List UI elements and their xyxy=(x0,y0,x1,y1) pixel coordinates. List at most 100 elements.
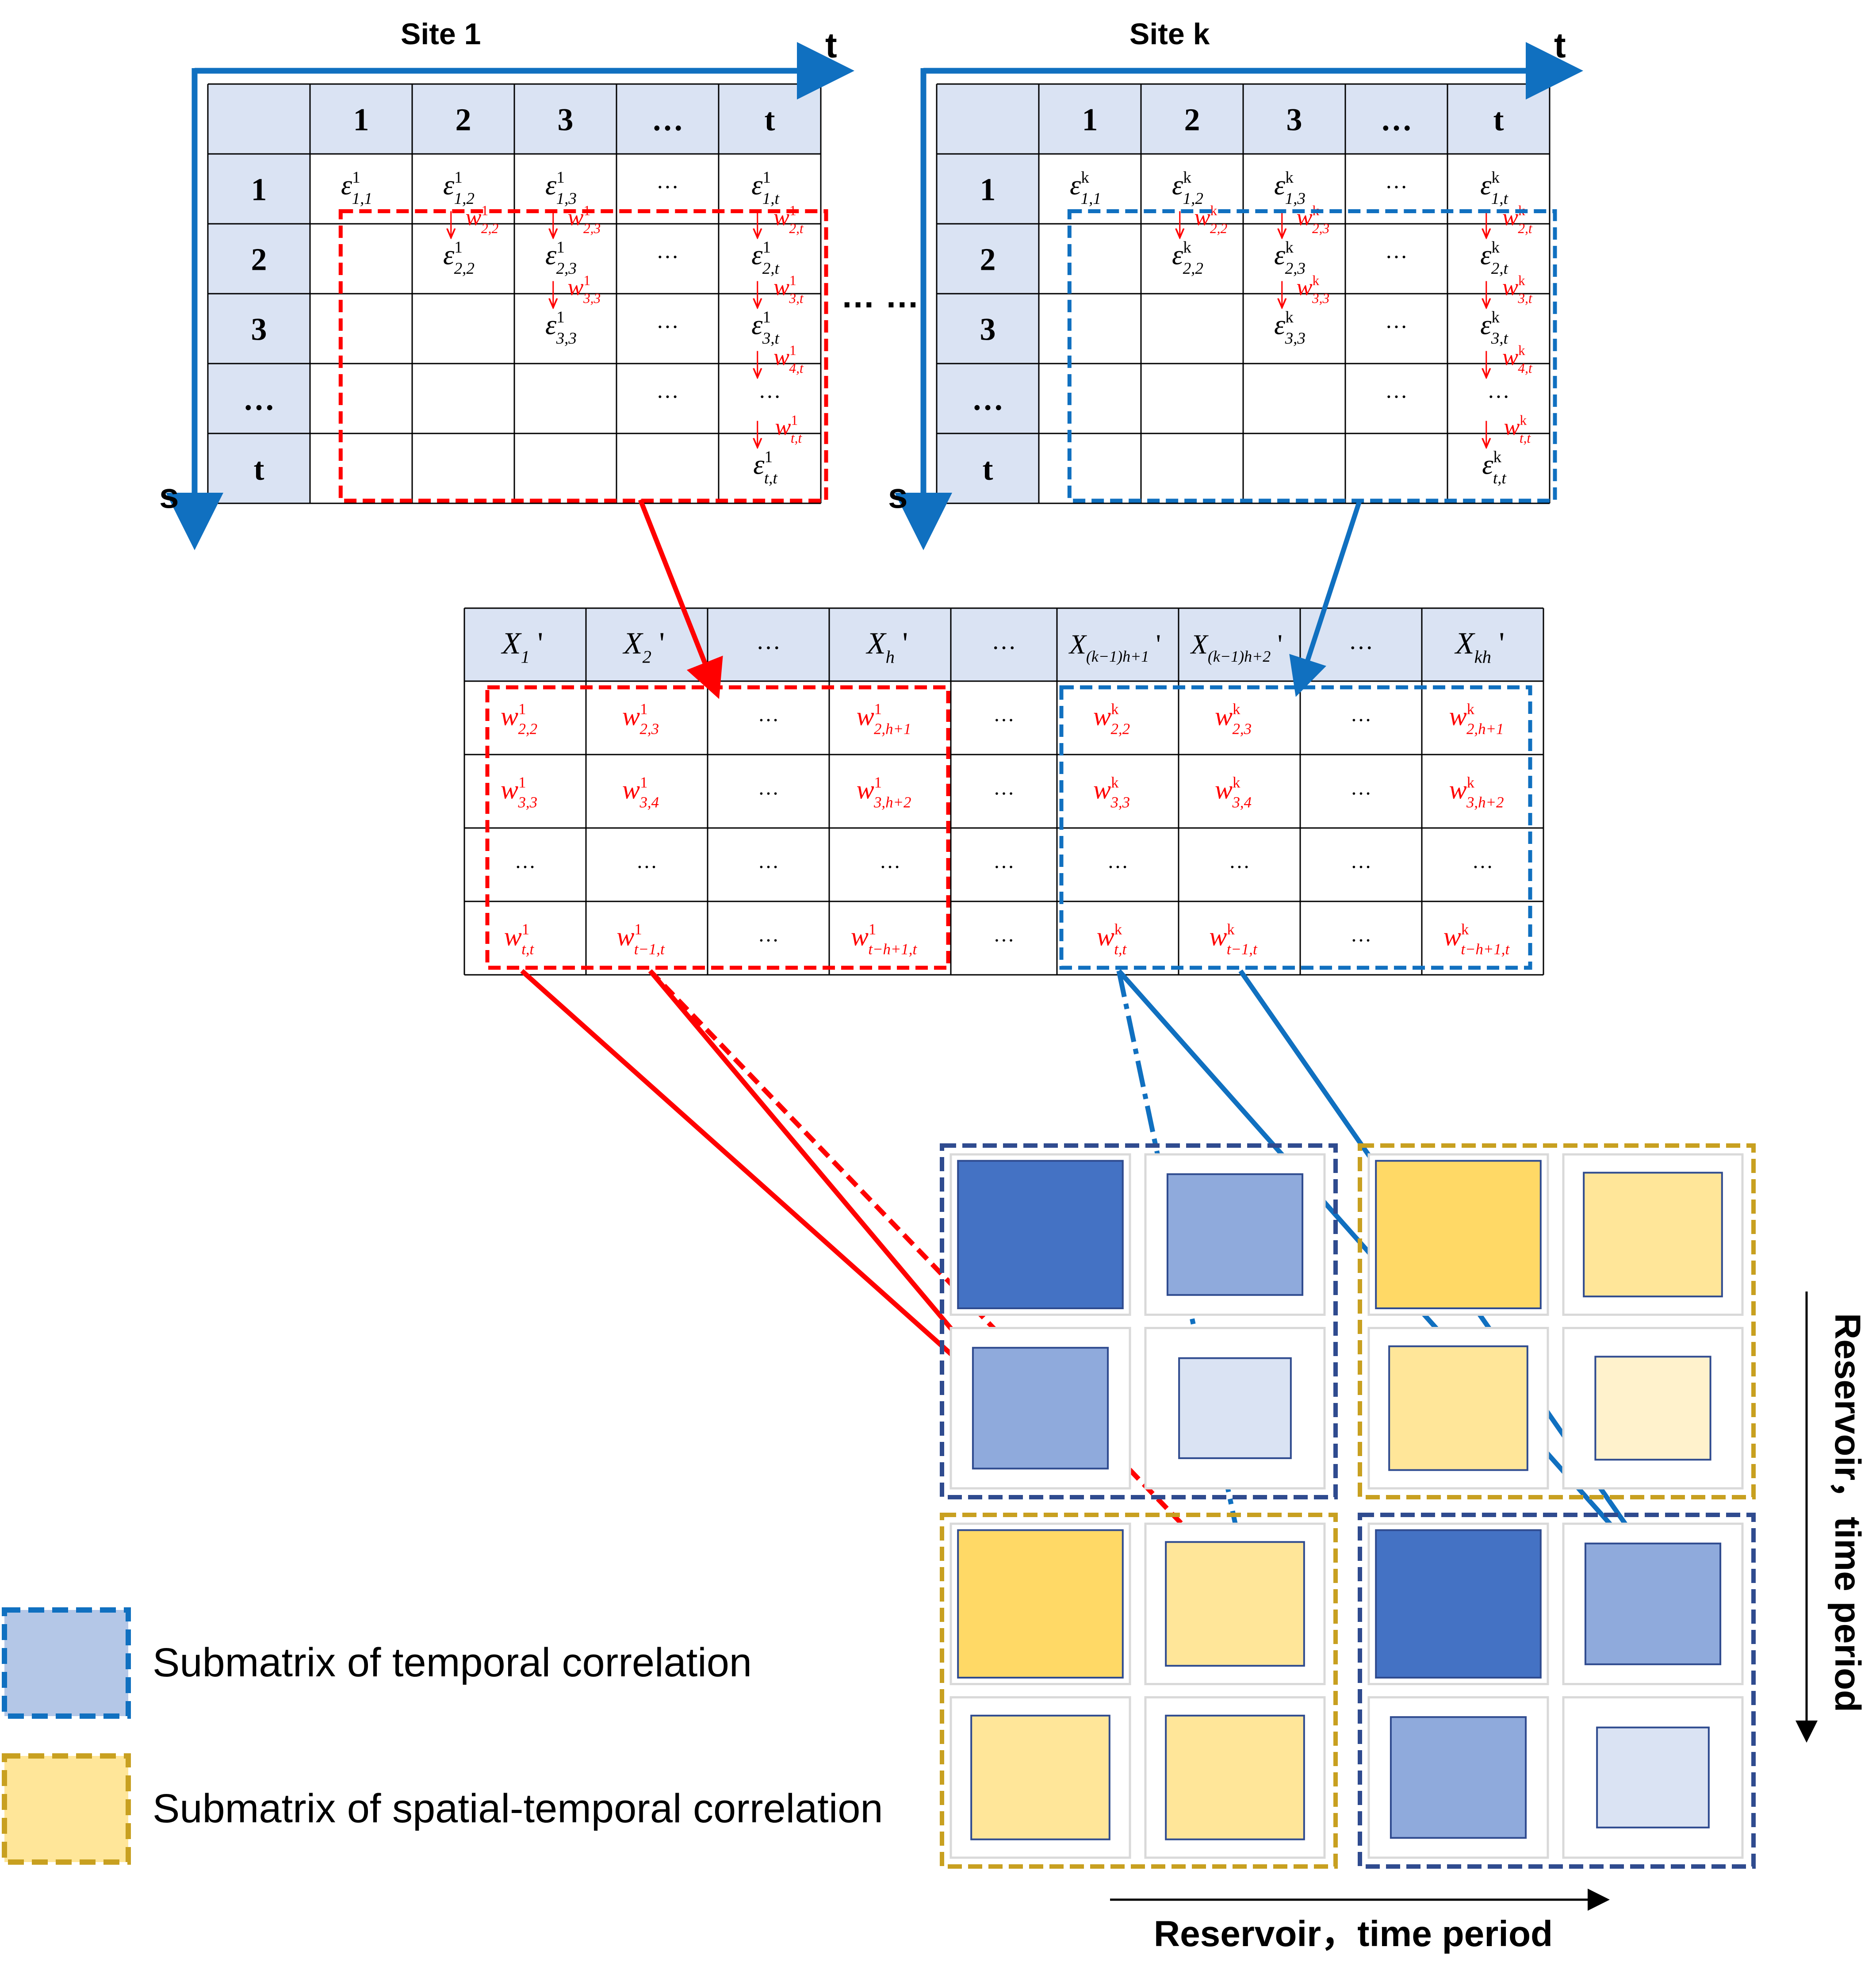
ellipsis: … xyxy=(1385,168,1408,193)
ellipsis: … xyxy=(1472,850,1493,873)
correlation-strength-square xyxy=(1165,1714,1305,1840)
column-header: 1 xyxy=(353,102,369,137)
column-header: 3 xyxy=(1286,102,1302,137)
ellipsis: … xyxy=(993,703,1015,726)
row-header: t xyxy=(254,451,264,487)
ellipsis: … xyxy=(756,627,781,655)
ellipsis: … xyxy=(992,627,1016,655)
column-header: 2 xyxy=(1184,102,1200,137)
column-header: … xyxy=(652,102,684,137)
legend: Submatrix of temporal correlation Submat… xyxy=(2,1607,883,1865)
axis-t-label: t xyxy=(825,26,837,65)
correlation-strength-square xyxy=(1388,1345,1528,1471)
column-header: 1 xyxy=(1082,102,1098,137)
covariance-block-matrix xyxy=(940,1143,1756,1869)
variable-header: Xkh ' xyxy=(1454,626,1505,667)
site-title: Site k xyxy=(1129,17,1210,51)
selected-submatrix-box xyxy=(1067,209,1557,503)
correlation-strength-square xyxy=(1583,1172,1723,1298)
spatial-temporal-submatrix xyxy=(1358,1143,1756,1499)
weight-header-band xyxy=(464,608,1543,681)
correlation-strength-square xyxy=(1166,1173,1304,1296)
correlation-strength-square xyxy=(1375,1160,1542,1309)
site-title: Site 1 xyxy=(401,17,481,51)
legend-spatial-temporal-label: Submatrix of spatial-temporal correlatio… xyxy=(153,1786,883,1831)
row-header: 1 xyxy=(251,172,267,207)
matrix-axes: Reservoir，time period Reservoir，time per… xyxy=(1110,1292,1868,1954)
variable-header: X(k−1)h+2 ' xyxy=(1190,629,1283,665)
submatrix-border xyxy=(1358,1143,1756,1499)
row-header: 3 xyxy=(251,311,267,347)
ellipsis: … xyxy=(656,238,679,263)
row-header: … xyxy=(972,381,1004,417)
row-header: 1 xyxy=(980,172,996,207)
submatrix-border xyxy=(1358,1513,1756,1869)
ellipsis: … xyxy=(656,378,679,403)
row-header: … xyxy=(243,381,275,417)
temporal-submatrix xyxy=(1358,1513,1756,1869)
ellipsis: … xyxy=(1487,378,1510,403)
variable-header: Xh ' xyxy=(865,626,908,667)
sitek-to-weights-arrow xyxy=(1289,499,1363,697)
ellipsis: … xyxy=(993,776,1015,800)
between-sites-ellipsis: … … xyxy=(841,276,919,315)
ellipsis: … xyxy=(515,850,536,873)
ellipsis: … xyxy=(880,850,901,873)
horizontal-axis-label: Reservoir，time period xyxy=(1154,1914,1553,1954)
ellipsis: … xyxy=(1351,923,1372,947)
row-header: t xyxy=(983,451,993,487)
ellipsis: … xyxy=(1385,308,1408,333)
legend-temporal-label: Submatrix of temporal correlation xyxy=(153,1640,752,1685)
ellipsis: … xyxy=(636,850,658,873)
submatrix-border xyxy=(940,1143,1338,1499)
ellipsis: … xyxy=(1385,238,1408,263)
correlation-strength-square xyxy=(1594,1356,1711,1461)
ellipsis: … xyxy=(993,850,1015,873)
variable-header: X1 ' xyxy=(501,626,543,667)
correlation-strength-square xyxy=(957,1160,1124,1309)
column-header: t xyxy=(1493,102,1504,137)
correlation-strength-square xyxy=(970,1714,1110,1840)
axis-t-label: t xyxy=(1554,26,1566,65)
ellipsis: … xyxy=(1351,776,1372,800)
axis-s-label: s xyxy=(888,476,908,515)
ellipsis: … xyxy=(758,923,779,947)
ellipsis: … xyxy=(1229,850,1250,873)
row-header: 3 xyxy=(980,311,996,347)
